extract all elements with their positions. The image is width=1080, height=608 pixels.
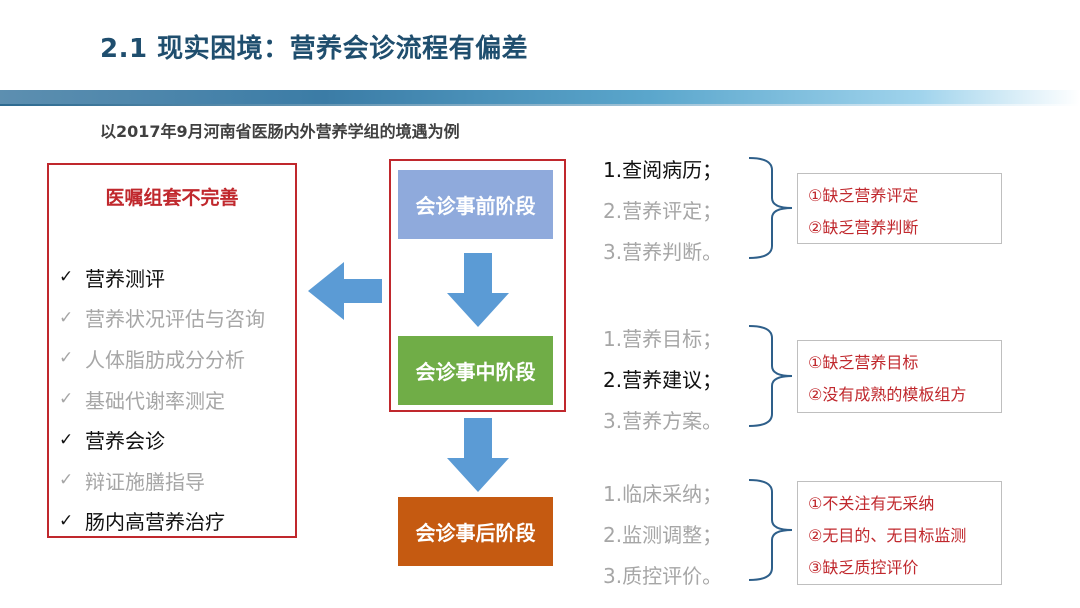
check-icon: ✓: [59, 470, 74, 491]
issue-item: ③缺乏质控评价: [808, 558, 919, 577]
step-item: 3.营养方案。: [603, 409, 723, 433]
step-item: 1.营养目标；: [603, 327, 723, 351]
during-consult-steps: 1.营养目标； 2.营养建议； 3.营养方案。: [603, 319, 722, 442]
step-item: 3.营养判断。: [603, 240, 723, 264]
issue-item: ②缺乏营养判断: [808, 218, 919, 237]
issue-item: ①缺乏营养目标: [808, 353, 919, 372]
order-set-item: ✓ 基础代谢率测定: [59, 379, 265, 420]
order-set-item: ✓ 营养状况评估与咨询: [59, 298, 265, 339]
order-set-item-label: 营养测评: [85, 266, 165, 291]
check-icon: ✓: [59, 267, 74, 288]
order-set-item: ✓ 营养测评: [59, 257, 265, 298]
stage-highlight-frame: [389, 159, 566, 412]
order-set-item: ✓ 肠内高营养治疗: [59, 501, 265, 542]
left-arrow-icon: [308, 262, 382, 320]
check-icon: ✓: [59, 429, 74, 450]
order-set-item: ✓ 营养会诊: [59, 419, 265, 460]
order-set-item-label: 营养会诊: [85, 429, 165, 454]
order-set-list: ✓ 营养测评 ✓ 营养状况评估与咨询 ✓ 人体脂肪成分分析 ✓ 基础代谢率测定 ✓ 营养会…: [59, 257, 265, 541]
pre-consult-steps: 1.查阅病历； 2.营养评定； 3.营养判断。: [603, 150, 722, 273]
order-set-item-label: 肠内高营养治疗: [85, 510, 225, 535]
check-icon: ✓: [59, 389, 74, 410]
down-arrow-icon: [447, 418, 509, 492]
step-item: 2.营养评定；: [603, 199, 723, 223]
step-item: 3.质控评价。: [603, 564, 723, 588]
header-band: [0, 90, 1080, 104]
order-set-item: ✓ 人体脂肪成分分析: [59, 338, 265, 379]
subtitle: 以2017年9月河南省医肠内外营养学组的境遇为例: [100, 122, 460, 141]
stage-pre-consult: 会诊事前阶段: [398, 170, 553, 239]
order-set-item: ✓ 辩证施膳指导: [59, 460, 265, 501]
stage-during-consult: 会诊事中阶段: [398, 336, 553, 405]
issue-item: ②没有成熟的模板组方: [808, 385, 967, 404]
post-consult-issues: ①不关注有无采纳 ②无目的、无目标监测 ③缺乏质控评价: [797, 481, 1002, 585]
check-icon: ✓: [59, 510, 74, 531]
check-icon: ✓: [59, 348, 74, 369]
brace-icon: [748, 325, 793, 427]
brace-icon: [748, 479, 793, 581]
order-set-item-label: 基础代谢率测定: [85, 388, 225, 413]
step-item: 2.监测调整；: [603, 523, 723, 547]
pre-consult-issues: ①缺乏营养评定 ②缺乏营养判断: [797, 173, 1002, 244]
check-icon: ✓: [59, 307, 74, 328]
step-item: 2.营养建议；: [603, 368, 723, 392]
page-title: 2.1 现实困境：营养会诊流程有偏差: [100, 34, 529, 64]
during-consult-issues: ①缺乏营养目标 ②没有成熟的模板组方: [797, 340, 1002, 413]
order-set-item-label: 辩证施膳指导: [85, 469, 205, 494]
issue-item: ①缺乏营养评定: [808, 186, 919, 205]
post-consult-steps: 1.临床采纳； 2.监测调整； 3.质控评价。: [603, 474, 722, 597]
order-set-heading: 医嘱组套不完善: [105, 187, 239, 209]
stage-post-consult: 会诊事后阶段: [398, 497, 553, 566]
step-item: 1.临床采纳；: [603, 482, 723, 506]
down-arrow-icon: [447, 253, 509, 327]
brace-icon: [748, 157, 793, 259]
order-set-panel: 医嘱组套不完善 ✓ 营养测评 ✓ 营养状况评估与咨询 ✓ 人体脂肪成分分析 ✓ 基础代谢…: [47, 163, 297, 538]
issue-item: ①不关注有无采纳: [808, 494, 935, 513]
step-item: 1.查阅病历；: [603, 158, 723, 182]
order-set-item-label: 营养状况评估与咨询: [85, 307, 265, 332]
issue-item: ②无目的、无目标监测: [808, 526, 967, 545]
order-set-item-label: 人体脂肪成分分析: [85, 347, 245, 372]
header-band-line: [0, 104, 1080, 106]
